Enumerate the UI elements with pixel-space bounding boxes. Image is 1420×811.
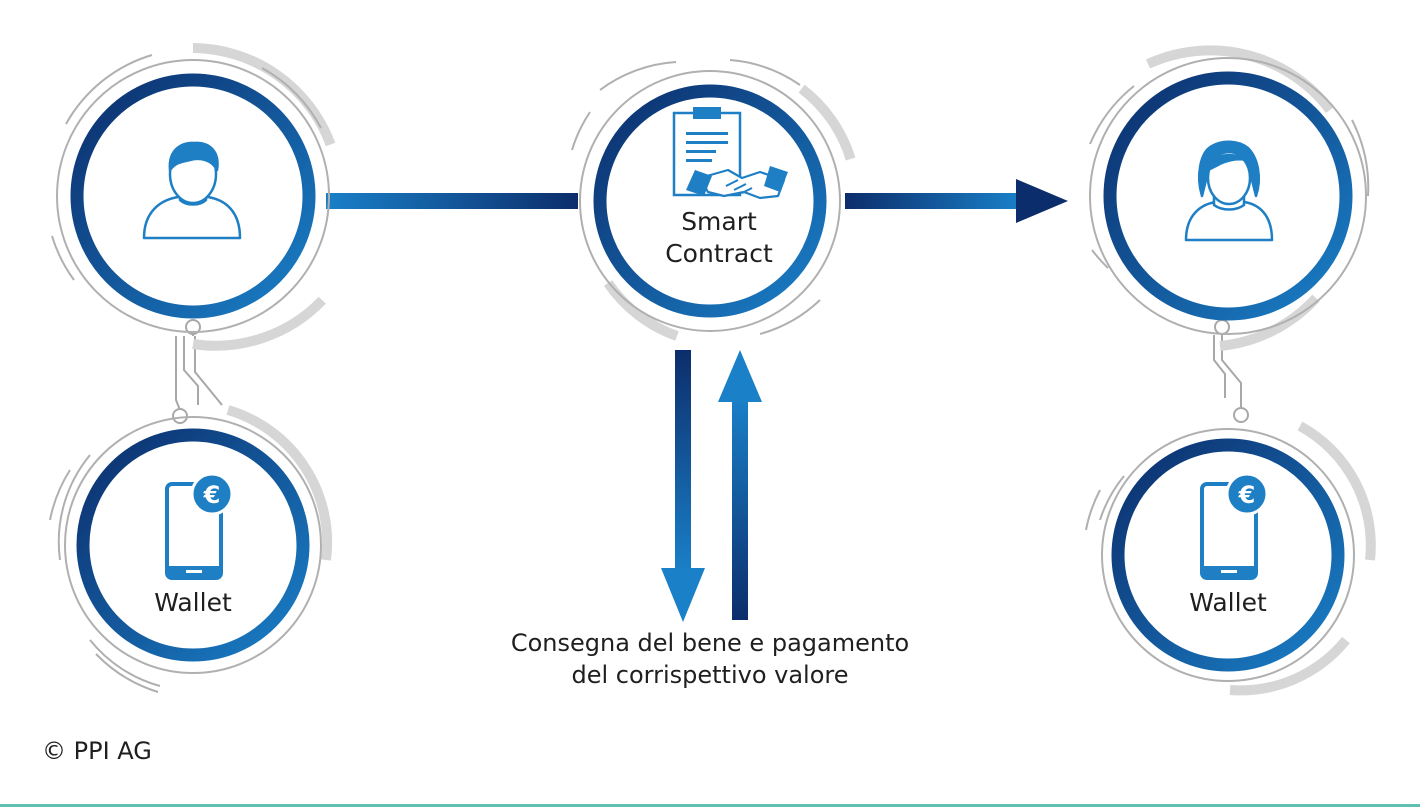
arrow-down-delivery xyxy=(661,350,705,622)
arrow-contract-to-receiver xyxy=(845,179,1068,223)
bottom-divider xyxy=(0,804,1420,807)
user-female-icon xyxy=(1184,140,1274,242)
euro-badge-left: € xyxy=(203,481,221,509)
smart-contract-label: Smart Contract xyxy=(619,206,819,270)
copyright-notice: © PPI AG xyxy=(42,737,152,765)
wallet-left-label: Wallet xyxy=(154,588,232,617)
contract-handshake-icon xyxy=(672,107,788,200)
exchange-caption-line1: Consegna del bene e pagamento xyxy=(510,629,910,657)
smart-contract-label-line2: Contract xyxy=(665,239,773,268)
connector-sender-contract xyxy=(326,193,578,209)
node-wallet-right: € xyxy=(1085,421,1376,696)
smartphone-euro-icon: € xyxy=(1200,472,1269,580)
user-male-icon xyxy=(142,141,242,240)
link-receiver-wallet-right xyxy=(1213,319,1249,423)
smart-contract-label-line1: Smart xyxy=(681,207,757,236)
arrow-up-payment xyxy=(718,350,762,620)
node-wallet-left: € xyxy=(49,405,333,693)
node-sender xyxy=(51,43,336,351)
node-receiver xyxy=(1089,45,1370,351)
exchange-caption-line2: del corrispettivo valore xyxy=(571,661,849,689)
exchange-caption: Consegna del bene e pagamento del corris… xyxy=(460,627,960,691)
smartphone-euro-icon: € xyxy=(165,472,234,580)
euro-badge-right: € xyxy=(1238,481,1256,509)
link-sender-wallet-left xyxy=(172,319,223,424)
node-smart-contract xyxy=(571,59,856,341)
wallet-right-label: Wallet xyxy=(1189,588,1267,617)
